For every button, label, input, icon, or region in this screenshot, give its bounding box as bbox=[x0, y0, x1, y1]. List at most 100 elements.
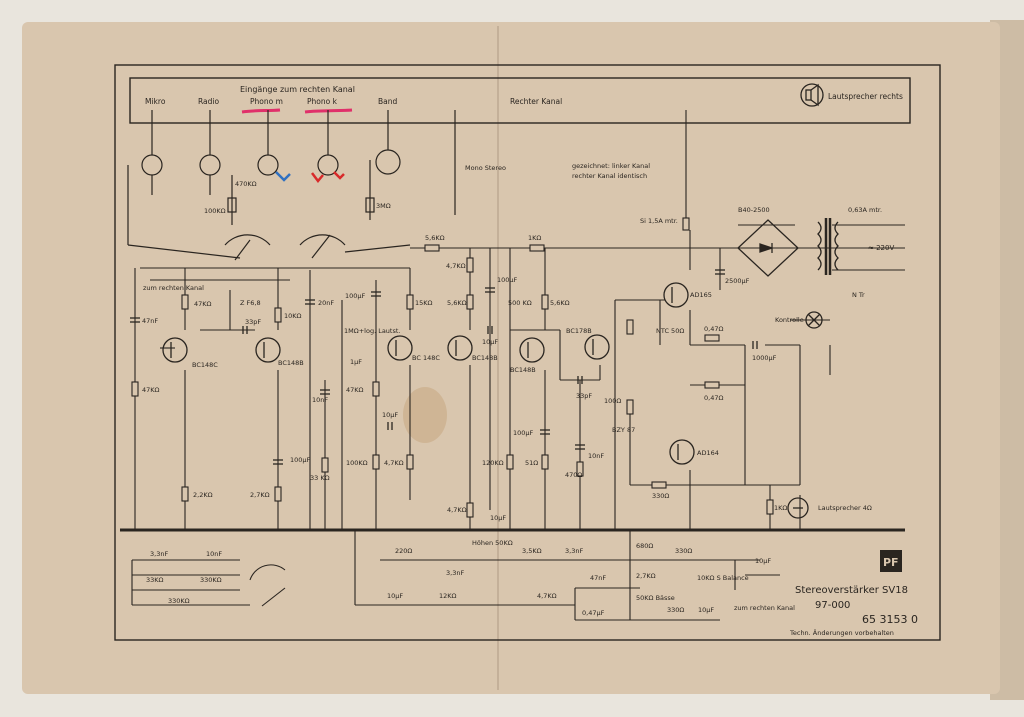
stain bbox=[403, 387, 447, 443]
tone-2k7: 2,7KΩ bbox=[636, 572, 656, 580]
tone-3n3-b: 3,3nF bbox=[446, 569, 464, 577]
input-label-phono-m: Phono m bbox=[250, 97, 283, 106]
cap-20nf: 20nF bbox=[318, 299, 334, 307]
transistor-t7: AD165 bbox=[690, 291, 712, 299]
cap-1000-label: 1000μF bbox=[752, 354, 777, 362]
res-4k7-a: 4,7KΩ bbox=[446, 262, 466, 270]
cap-1uf: 1μF bbox=[350, 358, 362, 366]
frame bbox=[114, 64, 941, 641]
transistor-t4: BC148B bbox=[472, 354, 498, 362]
primary-fuse-label: 0,63A mtr. bbox=[848, 206, 882, 214]
to-right-channel-note: zum rechten Kanal bbox=[143, 284, 204, 292]
pf-logo-box bbox=[880, 550, 902, 572]
res-0r47-a: 0,47Ω bbox=[704, 325, 723, 333]
tone-0u47: 0,47μF bbox=[582, 609, 605, 617]
res-100k: 100KΩ bbox=[346, 459, 368, 467]
transistor-t1: BC148C bbox=[192, 361, 218, 369]
res-5k6-c: 5,6KΩ bbox=[550, 299, 570, 307]
cap-10uf-b: 10μF bbox=[382, 411, 398, 419]
title-footer: Techn. Änderungen vorbehalten bbox=[789, 628, 894, 637]
tone-220: 220Ω bbox=[395, 547, 412, 555]
tone-10uf-c: 10μF bbox=[698, 606, 714, 614]
capacitor-symbols bbox=[130, 269, 758, 465]
res-33k: 33 KΩ bbox=[310, 474, 330, 482]
ntc-label: NTC 50Ω bbox=[656, 327, 684, 335]
input-label-phono-k: Phono k bbox=[307, 97, 338, 106]
drawn-left-note: gezeichnet: linker Kanal bbox=[572, 162, 650, 170]
pf-logo: PF bbox=[883, 556, 899, 569]
speaker-right-label: Lautsprecher rechts bbox=[828, 92, 903, 101]
transistor-t3: BC 148C bbox=[412, 354, 440, 362]
cap-10uf-a: 10μF bbox=[482, 338, 498, 346]
tone-330-b: 330Ω bbox=[667, 606, 684, 614]
inputs-title: Eingänge zum rechten Kanal bbox=[240, 85, 355, 94]
cap-100uf-c: 100μF bbox=[513, 429, 534, 437]
cap-47nf: 47nF bbox=[142, 317, 158, 325]
cap-100uf-d: 100μF bbox=[290, 456, 311, 464]
input-label-radio: Radio bbox=[198, 97, 219, 106]
res-100-bias: 100Ω bbox=[604, 397, 621, 405]
res-1k-top: 1KΩ bbox=[528, 234, 541, 242]
input-selector-switch bbox=[127, 234, 411, 261]
res-100k-input: 100KΩ bbox=[204, 207, 226, 215]
rectifier-label: B40-2500 bbox=[738, 206, 770, 214]
tone-control-wiring bbox=[131, 530, 780, 621]
tone-4k7: 4,7KΩ bbox=[537, 592, 557, 600]
input-label-mikro: Mikro bbox=[145, 97, 166, 106]
res-47k-a: 47KΩ bbox=[194, 300, 212, 308]
res-5k6-b: 5,6KΩ bbox=[447, 299, 467, 307]
tone-47nf: 47nF bbox=[590, 574, 606, 582]
res-330: 330Ω bbox=[652, 492, 669, 500]
tone-to-right-label: zum rechten Kanal bbox=[734, 604, 795, 612]
tone-330k-b: 330KΩ bbox=[168, 597, 190, 605]
transistor-t6: BC178B bbox=[566, 327, 592, 335]
title-model-number: 97-000 bbox=[815, 600, 850, 611]
tone-330k-a: 330KΩ bbox=[200, 576, 222, 584]
res-3m-input: 3MΩ bbox=[376, 202, 391, 210]
cap-2500-label: 2500μF bbox=[725, 277, 750, 285]
transistor-t8: AD164 bbox=[697, 449, 719, 457]
res-4k7-b: 4,7KΩ bbox=[384, 459, 404, 467]
tone-330-a: 330Ω bbox=[675, 547, 692, 555]
res-5k6-top: 5,6KΩ bbox=[425, 234, 445, 242]
din-sockets bbox=[127, 110, 456, 245]
tone-12k: 12KΩ bbox=[439, 592, 457, 600]
tone-33k: 33KΩ bbox=[146, 576, 164, 584]
tone-10uf-b: 10μF bbox=[387, 592, 403, 600]
res-500k: 500 KΩ bbox=[508, 299, 532, 307]
transformer-label: N Tr bbox=[852, 291, 865, 299]
res-47k-c: 47KΩ bbox=[346, 386, 364, 394]
pilot-lamp-label: Kontrolle bbox=[775, 316, 804, 324]
resistor-symbols bbox=[131, 217, 774, 518]
transistor-symbols bbox=[162, 282, 695, 465]
tone-10nf: 10nF bbox=[206, 550, 222, 558]
speaker-4-label: Lautsprecher 4Ω bbox=[818, 504, 872, 512]
fuse-label: Si 1,5A mtr. bbox=[640, 217, 678, 225]
res-15k: 15KΩ bbox=[415, 299, 433, 307]
mono-stereo-label: Mono Stereo bbox=[465, 164, 506, 172]
tone-3n3-a: 3,3nF bbox=[150, 550, 168, 558]
res-2k2: 2,2KΩ bbox=[193, 491, 213, 499]
res-51: 51Ω bbox=[525, 459, 538, 467]
cap-100uf-b: 100μF bbox=[497, 276, 518, 284]
res-470k-input: 470KΩ bbox=[235, 180, 257, 188]
transistor-t5: BC148B bbox=[510, 366, 536, 374]
input-label-band: Band bbox=[378, 97, 397, 106]
res-2k7: 2,7KΩ bbox=[250, 491, 270, 499]
speaker-right-symbol bbox=[800, 83, 824, 107]
title-drawing-number: 65 3153 0 bbox=[862, 613, 918, 626]
bass-pot-label: 50KΩ Bässe bbox=[636, 594, 675, 602]
tone-3k5: 3,5KΩ bbox=[522, 547, 542, 555]
res-120k: 120KΩ bbox=[482, 459, 504, 467]
res-47k-b: 47KΩ bbox=[142, 386, 160, 394]
transistor-t2: BC148B bbox=[278, 359, 304, 367]
cap-33pf-a: 33pF bbox=[245, 318, 261, 326]
phono-ink-marks bbox=[275, 171, 345, 184]
tone-10uf-a: 10μF bbox=[755, 557, 771, 565]
treble-pot-label: Höhen 50KΩ bbox=[472, 539, 513, 547]
zener-label: Z F6,8 bbox=[240, 299, 261, 307]
cap-33pf-b: 33pF bbox=[576, 392, 592, 400]
res-470: 470Ω bbox=[565, 471, 582, 479]
right-channel-label: Rechter Kanal bbox=[510, 97, 562, 106]
